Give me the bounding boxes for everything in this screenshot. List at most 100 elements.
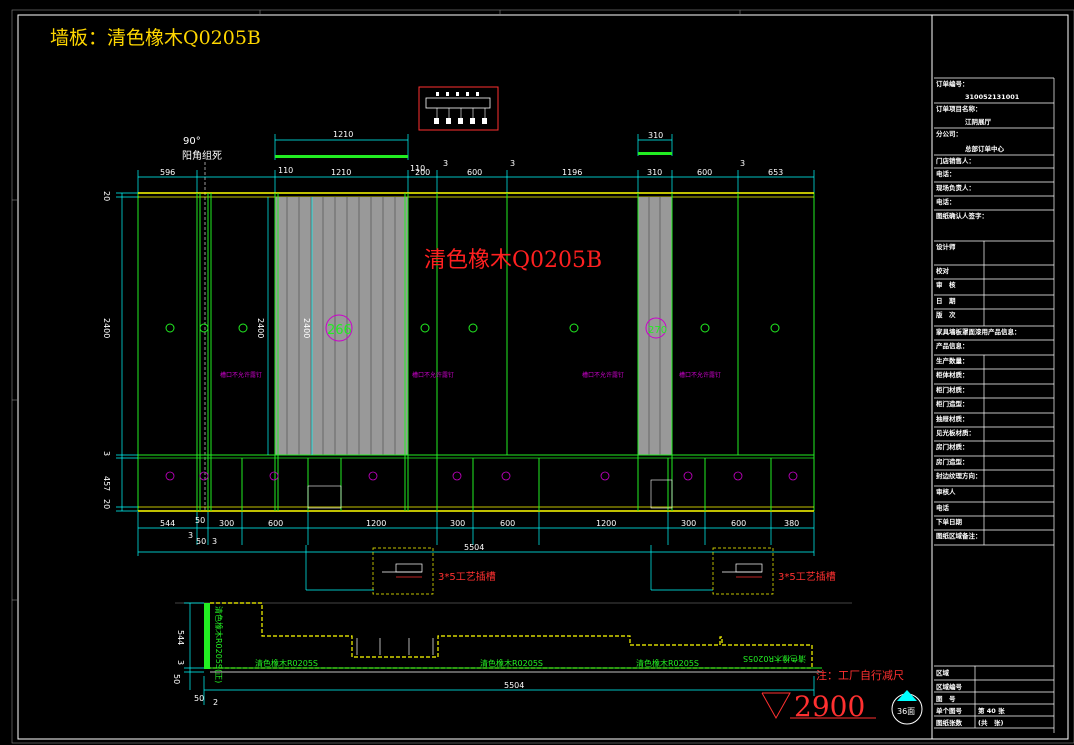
tag-266: 266 xyxy=(327,323,352,338)
top-dimension-labels: 596 110 1210 110 200 600 1196 310 600 65… xyxy=(160,159,783,177)
title-block-label: 分公司： xyxy=(936,129,962,138)
title-block-bottom-value: (共 张) xyxy=(978,718,1003,727)
corner-join-note: 阳角组死 xyxy=(182,149,222,162)
dim-top-596: 596 xyxy=(160,168,175,177)
title-block-label: 房门材质： xyxy=(936,442,969,451)
elevation-value: 2900 xyxy=(794,690,865,723)
dim-top-gap-b: 3 xyxy=(510,159,515,168)
title-block-label: 封边纹理方向： xyxy=(936,471,982,480)
dim-plan-3: 3 xyxy=(176,660,185,665)
dim-top-310: 310 xyxy=(647,168,662,177)
title-block-label: 房门造型： xyxy=(936,457,969,466)
dim-top-600-a: 600 xyxy=(467,168,482,177)
slat-panel-266 xyxy=(275,197,408,455)
title-block-bottom-label: 图 号 xyxy=(936,694,956,703)
dim-bottom-300-c: 300 xyxy=(681,519,696,528)
plan-label-flipped: 清色橡木R0205S xyxy=(743,654,806,664)
outer-border xyxy=(11,9,1074,744)
process-gap-note-right: 3*5工艺插槽 xyxy=(778,570,836,583)
panel-section-strip-310 xyxy=(638,152,672,155)
tag-circle-270 xyxy=(645,317,667,339)
dim-top-1196: 1196 xyxy=(562,168,582,177)
dim-bottom-1200-a: 1200 xyxy=(366,519,386,528)
title-block-bottom-value: 第 40 张 xyxy=(978,706,1005,715)
tag-circle-266 xyxy=(325,314,353,342)
dim-over-1210: 1210 xyxy=(333,130,353,139)
dim-bottom-1200-b: 1200 xyxy=(596,519,616,528)
title-block-label: 订单项目名称： xyxy=(936,104,982,113)
dim-bottom-300-a: 300 xyxy=(219,519,234,528)
title-block-label: 见光板材质： xyxy=(936,428,975,437)
plan-dimensions xyxy=(184,602,815,705)
panel-section-strip-1210 xyxy=(275,155,408,158)
dim-top-1210: 1210 xyxy=(331,168,351,177)
dim-plan-total: 5504 xyxy=(504,681,524,690)
plan-label-b: 清色橡木R0205S xyxy=(480,658,543,668)
view-tag xyxy=(891,690,923,725)
title-block-label: 生产数量： xyxy=(936,356,969,365)
title-block-label: 现场负责人： xyxy=(936,183,975,192)
plan-side-label: 清色橡木R0205S(正) xyxy=(214,606,224,683)
title-block-label: 审核人 xyxy=(936,487,956,496)
title-block-label: 审 核 xyxy=(936,280,956,289)
title-block-label: 设计师 xyxy=(936,242,956,251)
seal-note-b: 槽口不允许露钉 xyxy=(412,371,454,379)
wall-elevation: 266 270 清色橡木Q0205B 槽口不允许露钉 槽口不允许露钉 槽口不允许… xyxy=(137,192,815,512)
plan-dimension-labels: 544 3 50 5504 50 2 xyxy=(172,630,524,707)
title-block-bottom-label: 图纸张数 xyxy=(936,718,963,727)
title-block-label: 图纸确认人签字： xyxy=(936,211,988,220)
title-block-bottom-label: 单个图号 xyxy=(936,706,963,715)
tag-270: 270 xyxy=(648,325,667,336)
elevation-outline xyxy=(137,192,815,512)
title-block-label: 抽屉材质： xyxy=(936,414,969,423)
title-block-grid xyxy=(934,77,1055,733)
drawing-title: 墙板：清色橡木Q0205B xyxy=(50,27,261,49)
title-block-label: 电话： xyxy=(936,169,956,178)
dim-total-5504: 5504 xyxy=(464,543,484,552)
title-block-label: 门店销售人： xyxy=(936,156,975,165)
corner-angle-note: 90° xyxy=(183,136,201,147)
dim-top-200: 200 xyxy=(415,168,430,177)
title-block-value: 310052131001 xyxy=(965,93,1020,101)
dim-bottom-600-a: 600 xyxy=(268,519,283,528)
dim-h-3: 3 xyxy=(102,451,111,456)
title-block-label: 版 次 xyxy=(935,310,956,319)
view-tag-label: 36面 xyxy=(897,707,915,716)
drawing-frame xyxy=(17,14,1069,740)
elevation-marker xyxy=(761,692,876,720)
process-detail-right xyxy=(712,547,774,595)
dim-h-2400: 2400 xyxy=(102,318,111,338)
base-joints xyxy=(241,458,772,511)
height-dimensions xyxy=(116,192,313,512)
title-block-label: 柜门造型： xyxy=(935,399,969,408)
dim-plan-small-2: 2 xyxy=(213,698,218,707)
seal-note-a: 槽口不允许露钉 xyxy=(220,371,262,379)
dim-bottom-small-3b: 3 xyxy=(212,537,217,546)
title-block-label: 电话 xyxy=(936,503,950,512)
title-block-label: 柜体材质： xyxy=(935,370,969,379)
title-block-label: 下单日期 xyxy=(936,517,963,526)
title-block-label: 家具墙板罩面漆用产品信息： xyxy=(936,327,1021,336)
title-block-value: 江阴展厅 xyxy=(965,117,992,126)
process-gap-note-left: 3*5工艺插槽 xyxy=(438,570,496,583)
seal-note-d: 槽口不允许露钉 xyxy=(679,371,721,379)
title-block-label: 电话： xyxy=(936,197,956,206)
title-block-label: 图纸区域备注： xyxy=(936,531,982,540)
dim-top-gap-a: 3 xyxy=(443,159,448,168)
dim-h-457: 457 xyxy=(102,476,111,491)
title-block-label: 校对 xyxy=(936,266,950,275)
dim-bottom-544: 544 xyxy=(160,519,175,528)
dim-plan-544: 544 xyxy=(176,630,185,645)
title-block-label: 日 期 xyxy=(936,296,956,305)
dim-over-310: 310 xyxy=(648,131,663,140)
dim-plan-small-50: 50 xyxy=(194,694,204,703)
dim-bottom-600-c: 600 xyxy=(731,519,746,528)
dim-bottom-600-b: 600 xyxy=(500,519,515,528)
plan-section: 清色橡木R0205S 清色橡木R0205S 清色橡木R0205S 清色橡木R02… xyxy=(175,602,852,683)
title-block-label: 产品信息： xyxy=(936,341,969,350)
dim-top-600-b: 600 xyxy=(697,168,712,177)
slat-lines xyxy=(286,197,661,455)
slat-panel-270 xyxy=(638,197,672,455)
dim-top-gap-c: 3 xyxy=(740,159,745,168)
